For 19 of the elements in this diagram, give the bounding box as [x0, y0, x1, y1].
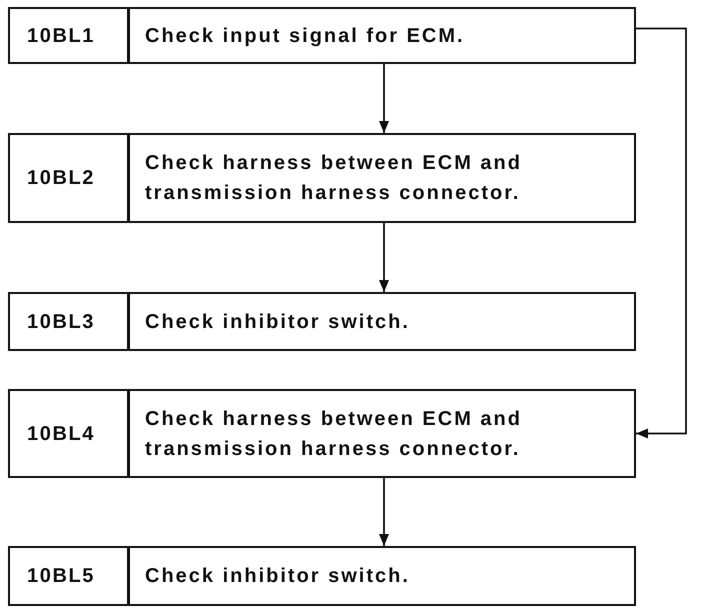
step-code: 10BL4	[27, 422, 96, 446]
step-code: 10BL1	[27, 24, 96, 48]
step-code: 10BL2	[27, 166, 96, 190]
step-description: Check harness between ECM and transmission harness connector.	[145, 406, 523, 462]
step-box	[8, 292, 636, 351]
arrow	[379, 478, 389, 546]
step-code: 10BL3	[27, 310, 96, 334]
step-box	[8, 7, 636, 64]
step-description: Check inhibitor switch.	[145, 310, 410, 334]
step-box	[8, 546, 636, 606]
step-box	[8, 133, 636, 223]
step-code: 10BL5	[27, 564, 96, 588]
arrow	[379, 64, 389, 133]
step-description: Check harness between ECM and transmission harness connector.	[145, 151, 523, 206]
arrow	[636, 28, 687, 438]
step-box	[8, 389, 636, 478]
step-description: Check input signal for ECM.	[145, 24, 465, 48]
step-description: Check inhibitor switch.	[145, 564, 410, 589]
arrow	[379, 223, 389, 292]
